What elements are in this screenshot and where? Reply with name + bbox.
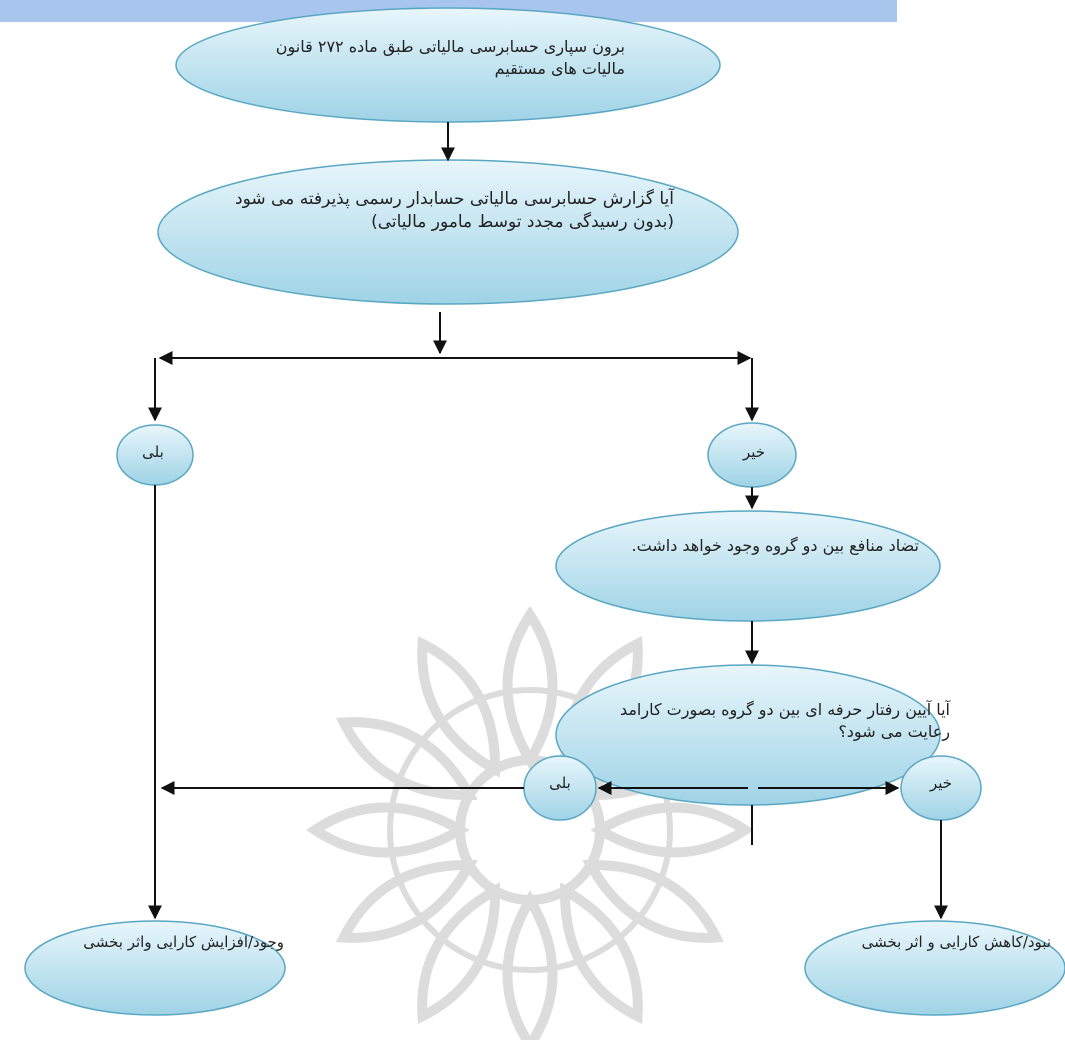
- start-node-label: برون سپاری حسابرسی مالیاتی طبق ماده ۲۷۲ …: [275, 37, 625, 78]
- no2-label: خیر: [929, 774, 953, 792]
- yes1-label: بلی: [142, 443, 164, 461]
- result-yes-label: وجود/افزایش کارایی واثر بخشی: [83, 933, 284, 951]
- yes2-label: بلی: [549, 774, 571, 792]
- question2-node-label: آیا آیین رفتار حرفه ای بین دو گروه بصورت…: [619, 700, 950, 741]
- question1-node-label: آیا گزارش حسابرسی مالیاتی حسابدار رسمی پ…: [235, 189, 674, 232]
- conflict-node-label: تضاد منافع بین دو گروه وجود خواهد داشت.: [631, 536, 919, 555]
- question2-node: [555, 664, 941, 806]
- watermark-logo: [315, 605, 745, 1040]
- result-no-node: [804, 920, 1065, 1016]
- result-no-label: نبود/کاهش کارایی و اثر بخشی: [861, 933, 1051, 951]
- result-yes-node: [24, 920, 286, 1016]
- no1-label: خیر: [742, 443, 766, 461]
- conflict-node: [555, 510, 941, 622]
